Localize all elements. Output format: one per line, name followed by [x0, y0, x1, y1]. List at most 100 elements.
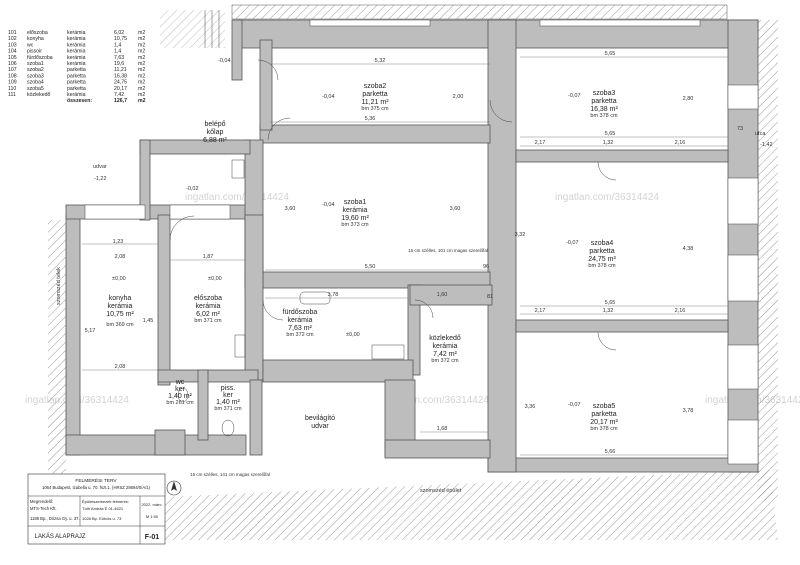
legend-name: szoba2: [27, 67, 44, 73]
room-level: ±0,00: [346, 332, 360, 338]
legend-area: 1,4: [114, 49, 121, 55]
dimension: 5,36: [365, 116, 376, 122]
legend-name: előszoba: [27, 30, 48, 36]
interior-walls: [139, 19, 729, 473]
legend-name: szoba4: [27, 80, 44, 86]
legend-floor: kerámia: [67, 42, 86, 48]
room-floor: ker: [175, 386, 185, 393]
legend-name: szoba3: [27, 73, 44, 79]
legend-floor: parketta: [67, 80, 86, 86]
room-height: bm 378 cm: [590, 426, 618, 432]
dimension: 2,08: [115, 254, 126, 260]
legend-name: közlekedő: [27, 92, 50, 98]
legend-name: szoba1: [27, 61, 44, 67]
room-floor: kerámia: [108, 303, 133, 310]
title-block: FELMÉRÉSI TERV 1064 Budapest, Izabella u…: [27, 473, 166, 545]
room-height: bm 372 cm: [431, 358, 459, 364]
room-floor: parketta: [589, 248, 614, 255]
room-height: bm 372 cm: [286, 332, 314, 338]
room-level: -0,07: [568, 93, 581, 99]
yard-label: udvar: [93, 164, 107, 170]
title-block-sheet-name: LAKÁS ALAPRAJZ: [34, 533, 85, 540]
dimension: 2,08: [115, 364, 126, 370]
legend-area: 19,6: [114, 61, 124, 67]
room-area: 6,88 m²: [203, 137, 227, 144]
legend-unit: m2: [138, 42, 145, 48]
legend-name: wc: [27, 42, 34, 48]
dimension: 2,16: [675, 308, 686, 314]
room-floor: kerámia: [288, 317, 313, 324]
hatch-left: [48, 220, 66, 490]
dimension-lines: [82, 56, 728, 456]
room-floor: kerámia: [343, 207, 368, 214]
legend-name: szoba5: [27, 86, 44, 92]
room-floor: parketta: [591, 411, 616, 418]
level-mark: -1,22: [94, 176, 107, 182]
courtyard-label: udvar: [311, 423, 329, 430]
room-name: konyha: [109, 295, 132, 302]
legend-area: 10,75: [114, 36, 127, 42]
title-block-title: FELMÉRÉSI TERV: [75, 477, 117, 484]
room-area: 1,40 m²: [168, 393, 192, 400]
title-block-address: 1064 Budapest, Izabella u. 70. fszt.1. (…: [42, 485, 151, 490]
note: 15 cm szélles, 141 cm magas szerelőfal: [190, 472, 270, 477]
dimension: 1,87: [203, 254, 214, 260]
dimension: 2,16: [675, 140, 686, 146]
legend-floor: kerámia: [67, 55, 86, 61]
legend-floor: parketta: [67, 67, 86, 73]
dimension: 5,50: [365, 264, 376, 270]
legend-no: 106: [8, 61, 17, 67]
legend-no: 111: [8, 92, 16, 98]
door-swings: [169, 59, 617, 351]
room-level: -0,07: [566, 240, 579, 246]
room-name: belépő: [204, 121, 225, 128]
level-mark: -0,02: [186, 186, 199, 192]
street-label: utca: [755, 131, 766, 137]
legend-area: 20,17: [114, 86, 127, 92]
level-mark: -0,04: [218, 58, 231, 64]
room-name: szoba3: [593, 90, 616, 97]
watermark: ingatlan.com/36314424: [555, 192, 659, 203]
room-area: 7,63 m²: [288, 325, 312, 332]
room-level: -0,04: [322, 94, 335, 100]
room-floor: parketta: [362, 91, 387, 98]
windows: [84, 19, 759, 465]
legend-floor: kerámia: [67, 49, 86, 55]
legend-floor: kerámia: [67, 92, 86, 98]
legend-no: 104: [8, 49, 17, 55]
room-name: szoba5: [593, 403, 616, 410]
neighbour-plot-label: szomszéd telek: [56, 267, 62, 305]
legend-total-label: összesen:: [67, 98, 92, 104]
legend-area: 16,38: [114, 73, 127, 79]
north-arrow-icon: [166, 480, 182, 496]
legend-floor: kerámia: [67, 30, 86, 36]
dimension: 2,80: [683, 96, 694, 102]
dimension: 73: [737, 126, 743, 132]
legend-unit: m2: [138, 36, 145, 42]
room-height: bm 369 cm: [106, 322, 134, 328]
legend-area: 24,75: [114, 80, 127, 86]
legend-total-area: 126,7: [114, 98, 127, 104]
legend-unit: m2: [138, 61, 145, 67]
courtyard-label: bevilágító: [305, 415, 335, 422]
dimension: 1,60: [437, 292, 448, 298]
dimension: 2,00: [453, 94, 464, 100]
room-floor: kerámia: [196, 303, 221, 310]
room-floor: kőlap: [207, 129, 224, 136]
legend-area: 1,4: [114, 42, 121, 48]
room-area: 1,40 m²: [216, 399, 240, 406]
room-height: bm 371 cm: [194, 318, 222, 324]
room-level: -0,04: [322, 202, 335, 208]
stair-hatch: [160, 10, 225, 48]
room-name: szoba1: [344, 199, 367, 206]
watermark: ingatlan.com/36314424: [385, 395, 489, 406]
room-area: 10,75 m²: [106, 311, 134, 318]
dimension: 96: [483, 264, 489, 270]
dimension: 3,32: [515, 232, 526, 238]
dimension: 2,17: [535, 140, 546, 146]
hatch-right: [758, 20, 778, 500]
room-height: bm 378 cm: [590, 113, 618, 119]
room-name: wc: [175, 379, 185, 386]
title-block-sheet-number: F-01: [145, 534, 160, 541]
